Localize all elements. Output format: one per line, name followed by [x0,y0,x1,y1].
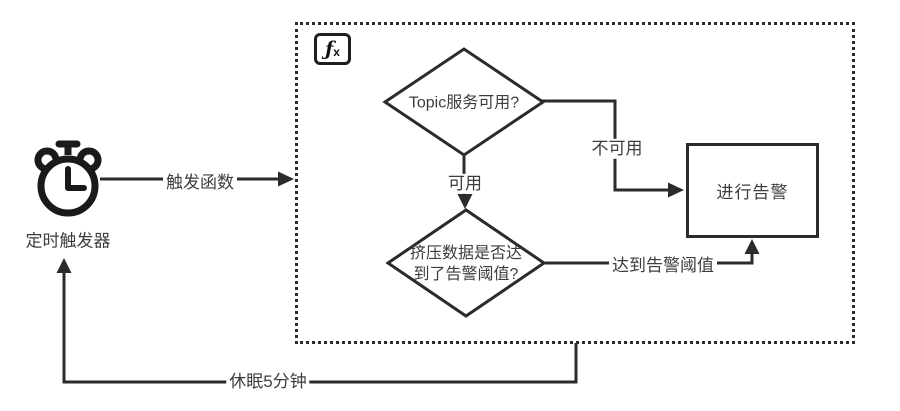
decision-topic-available [382,47,546,157]
function-icon-x: x [333,45,340,59]
edge-sleep-arrowhead [56,258,72,273]
decision-topic-label: Topic服务可用? [408,94,520,112]
edge-threshold-arrowhead [744,239,760,254]
decision-threshold-reached [385,208,547,318]
decision-threshold-label-line2: 到了告警阈值? [413,266,519,283]
edge-label-sleep: 休眠5分钟 [226,371,310,393]
timer-label: 定时触发器 [25,231,111,251]
function-boundary-box [295,22,855,344]
edge-label-available: 可用 [445,173,485,195]
edge-label-trigger-fn: 触发函数 [163,172,237,194]
alert-action-node: 进行告警 [686,143,819,238]
timer-icon [34,140,102,217]
edge-label-unavailable: 不可用 [588,138,646,160]
edge-trigger-arrowhead [278,171,294,187]
edge-available-arrowhead [457,194,473,209]
edge-label-threshold: 达到告警阈值 [609,255,717,277]
edge-sleep-line [62,272,578,384]
decision-threshold-label-line1: 挤压数据是否达 [409,245,523,262]
decision-threshold-label: 挤压数据是否达 到了告警阈值? [410,243,522,285]
edge-unavailable-arrowhead [668,182,684,198]
function-icon-f: ƒ [325,37,334,60]
alert-action-label: 进行告警 [716,183,789,202]
